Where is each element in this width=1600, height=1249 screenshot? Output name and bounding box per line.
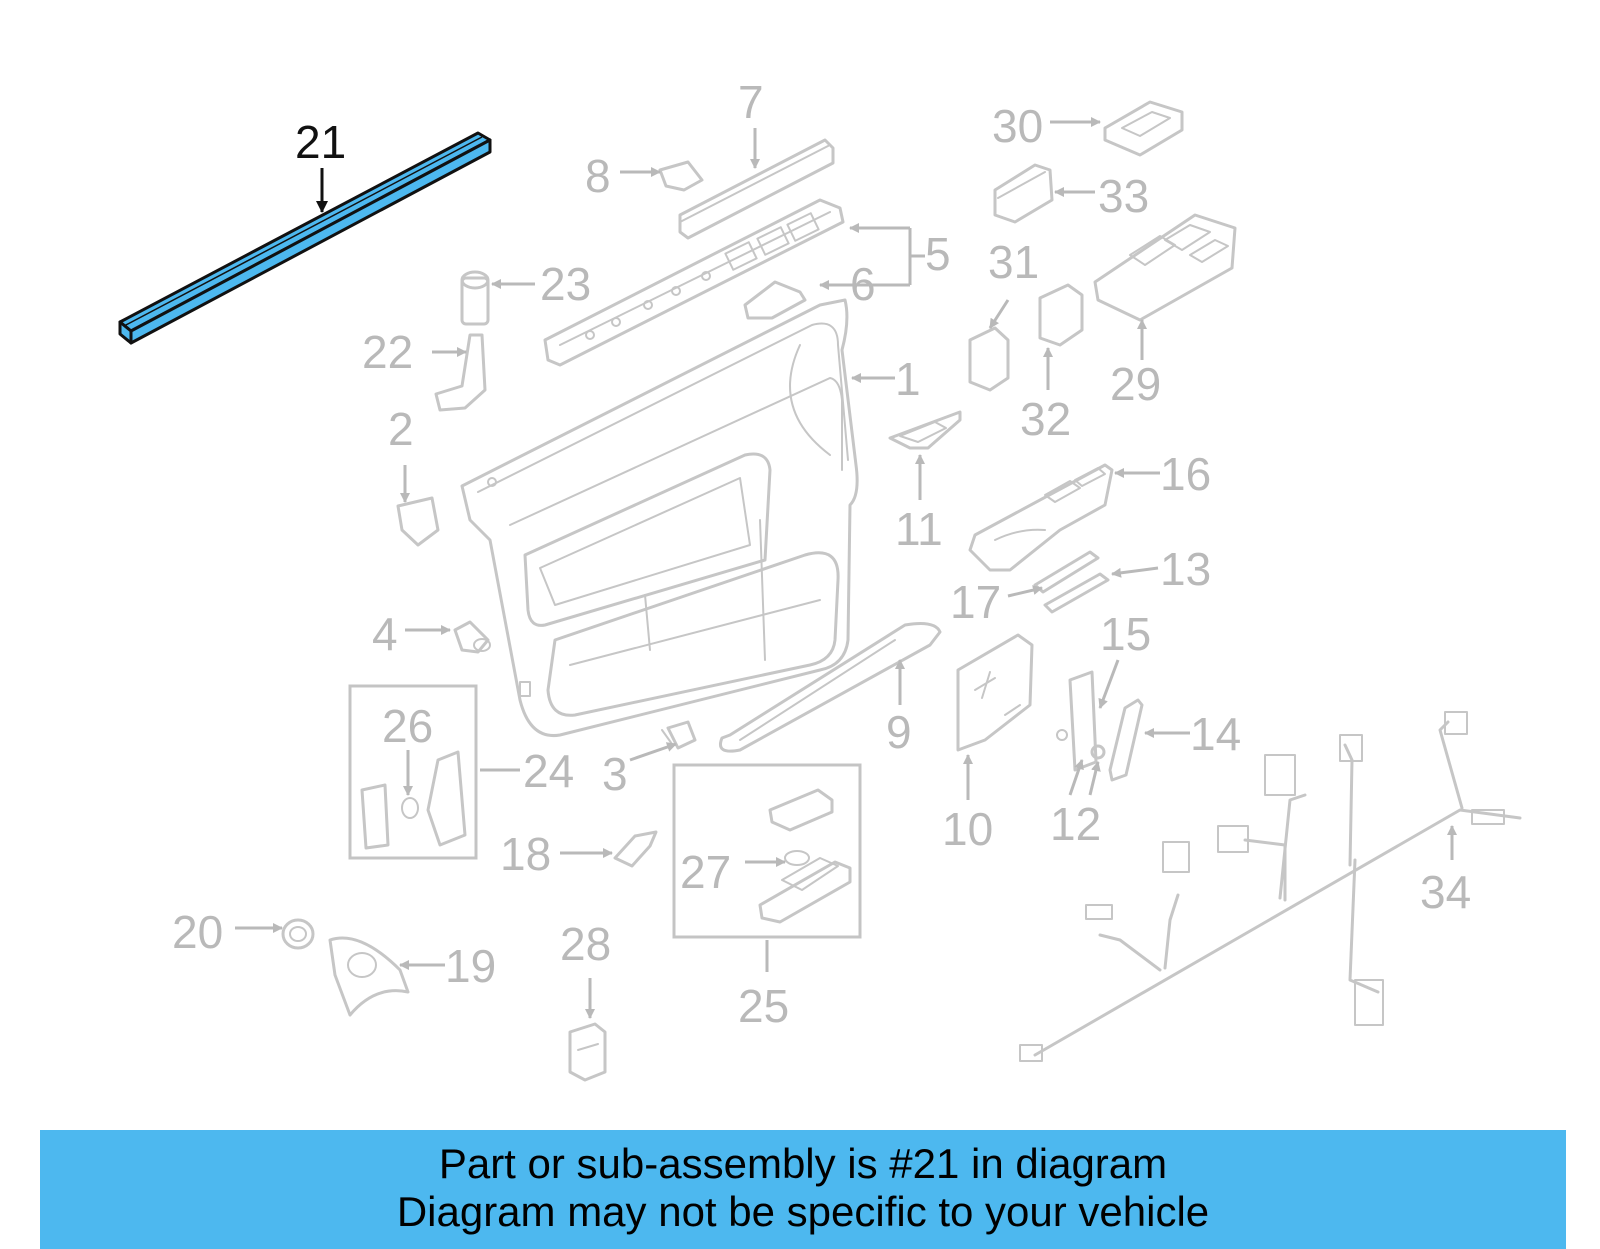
part-7-trim-strip[interactable]	[678, 138, 835, 240]
callout-18[interactable]: 18	[500, 828, 551, 880]
group-box-24	[348, 684, 478, 860]
part-31-switch[interactable]	[968, 326, 1010, 392]
part-32-switch[interactable]	[1038, 283, 1084, 347]
callout-1[interactable]: 1	[895, 353, 921, 405]
callout-29[interactable]: 29	[1110, 358, 1161, 410]
callout-33[interactable]: 33	[1098, 170, 1149, 222]
callout-23[interactable]: 23	[540, 258, 591, 310]
callout-31[interactable]: 31	[988, 236, 1039, 288]
part-9-armrest[interactable]	[719, 622, 942, 753]
callout-9[interactable]: 9	[886, 706, 912, 758]
part-18-cap[interactable]	[613, 830, 658, 868]
callout-4[interactable]: 4	[372, 608, 398, 660]
part-20-grommet[interactable]	[281, 918, 315, 950]
part-33-switch[interactable]	[993, 163, 1054, 224]
part-3-screw[interactable]	[661, 720, 697, 750]
callout-26[interactable]: 26	[382, 700, 433, 752]
callout-27[interactable]: 27	[680, 846, 731, 898]
callout-34[interactable]: 34	[1420, 866, 1471, 918]
callout-22[interactable]: 22	[362, 326, 413, 378]
part-8-clip[interactable]	[658, 160, 704, 192]
callout-24[interactable]: 24	[523, 745, 574, 797]
callout-5[interactable]: 5	[925, 228, 951, 280]
part-21-molding-strip[interactable]	[118, 131, 492, 345]
part-23-cap[interactable]	[460, 270, 490, 326]
part-14-strip[interactable]	[1108, 698, 1144, 782]
callout-6[interactable]: 6	[850, 258, 876, 310]
part-10-panel[interactable]	[956, 633, 1034, 752]
part-17-strip[interactable]	[1033, 550, 1100, 594]
part-13-strip[interactable]	[1043, 572, 1110, 614]
callout-12[interactable]: 12	[1050, 798, 1101, 850]
group-box-25	[672, 763, 862, 939]
part-15-bracket[interactable]	[1056, 670, 1098, 772]
callout-13[interactable]: 13	[1160, 543, 1211, 595]
part-12-screw[interactable]	[1090, 744, 1106, 760]
part-30-switch[interactable]	[1103, 100, 1184, 157]
part-11-bezel[interactable]	[888, 410, 962, 450]
banner-part-text: Part or sub-assembly is #21 in diagram	[438, 1140, 1168, 1187]
callout-21[interactable]: 21	[295, 116, 346, 168]
callout-8[interactable]: 8	[585, 150, 611, 202]
part-29-master-switch[interactable]	[1093, 213, 1237, 322]
callout-20[interactable]: 20	[172, 906, 223, 958]
callout-30[interactable]: 30	[992, 100, 1043, 152]
part-2-clip[interactable]	[396, 496, 440, 547]
callout-3[interactable]: 3	[602, 748, 628, 800]
part-19-speaker-cover[interactable]	[328, 936, 410, 1017]
part-16-switch-plate[interactable]	[968, 463, 1114, 572]
callout-14[interactable]: 14	[1190, 708, 1241, 760]
part-24-door-lock[interactable]	[360, 750, 467, 850]
part-6-bracket[interactable]	[743, 280, 807, 320]
callout-15[interactable]: 15	[1100, 608, 1151, 660]
part-25-handle-assembly[interactable]	[758, 788, 852, 924]
part-34-wiring-harness[interactable]	[1019, 711, 1522, 1062]
callout-25[interactable]: 25	[738, 980, 789, 1032]
callout-11[interactable]: 11	[895, 503, 943, 555]
part-1-door-trim-panel[interactable]	[460, 298, 859, 738]
callout-17[interactable]: 17	[950, 576, 1001, 628]
part-28-connector[interactable]	[568, 1022, 607, 1082]
callout-2[interactable]: 2	[388, 403, 414, 455]
callout-16[interactable]: 16	[1160, 448, 1211, 500]
info-banner: Part or sub-assembly is #21 in diagram D…	[40, 1130, 1566, 1249]
part-4-push-pin[interactable]	[453, 620, 491, 654]
part-22-bracket[interactable]	[434, 333, 487, 412]
callout-19[interactable]: 19	[445, 940, 496, 992]
banner-disclaimer-text: Diagram may not be specific to your vehi…	[396, 1188, 1210, 1235]
callout-10[interactable]: 10	[942, 803, 993, 855]
part-5-switch-bezel[interactable]	[543, 198, 845, 367]
callout-28[interactable]: 28	[560, 918, 611, 970]
callout-32[interactable]: 32	[1020, 393, 1071, 445]
callout-7[interactable]: 7	[738, 76, 764, 128]
